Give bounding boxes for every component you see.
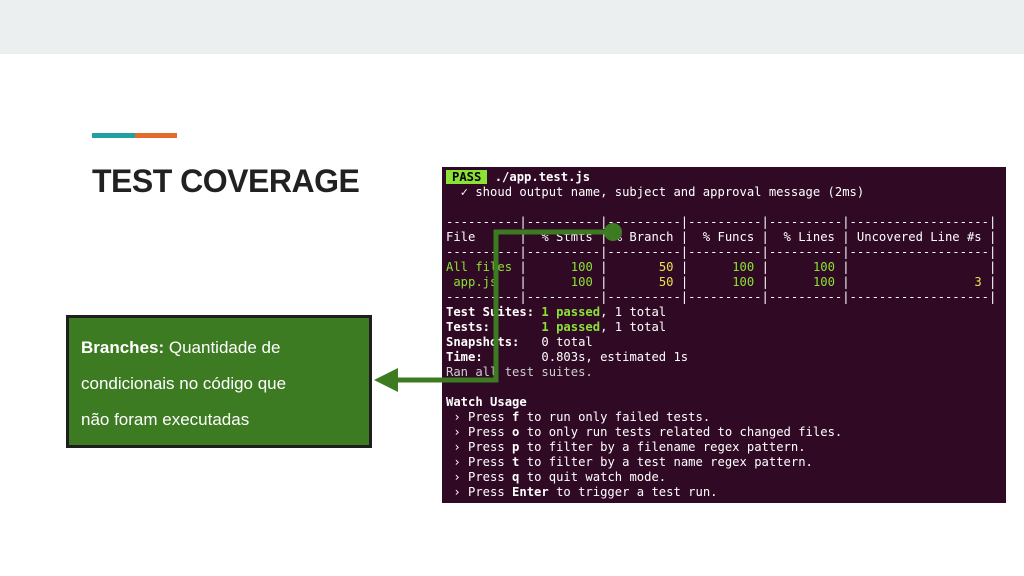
coverage-separator: ----------|----------|----------|-------… [446,245,997,259]
row-name: app.js [446,275,498,289]
watch-item: › Press q to quit watch mode. [446,470,667,484]
top-band [0,0,1024,54]
watch-usage-title: Watch Usage [446,395,527,409]
callout-line-1: Branches: Quantidade de [81,330,357,366]
watch-item: › Press Enter to trigger a test run. [446,485,718,499]
coverage-header-row: File | % Stmts | % Branch | % Funcs | % … [446,230,997,244]
test-suites-line: Test Suites: 1 passed, 1 total [446,305,667,319]
watch-item: › Press f to run only failed tests. [446,410,711,424]
title-accent-teal [92,133,135,138]
slide-title: TEST COVERAGE [92,163,360,199]
tests-line: Tests: 1 passed, 1 total [446,320,667,334]
watch-item: › Press t to filter by a test name regex… [446,455,813,469]
title-accent-orange [135,133,177,138]
snapshots-line: Snapshots: 0 total [446,335,593,349]
terminal-screenshot: PASS ./app.test.js ✓ shoud output name, … [442,167,1006,503]
callout-line-3: não foram executadas [81,410,250,429]
test-case-line: ✓ shoud output name, subject and approva… [446,185,865,199]
callout-term-text: Quantidade de [164,338,281,357]
test-file-line: PASS ./app.test.js [446,170,590,185]
coverage-separator: ----------|----------|----------|-------… [446,290,997,304]
row-name: All files [446,260,513,274]
callout-term: Branches: [81,338,165,357]
coverage-row-app-js: app.js | 100 | 50 | 100 | 100 | 3 | [446,275,997,289]
watch-item: › Press p to filter by a filename regex … [446,440,806,454]
ran-all-line: Ran all test suites. [446,365,593,379]
pass-badge: PASS [446,170,488,184]
coverage-separator: ----------|----------|----------|-------… [446,215,997,229]
test-file-name: ./app.test.js [487,170,591,184]
time-line: Time: 0.803s, estimated 1s [446,350,689,364]
branches-callout: Branches: Quantidade de condicionais no … [66,315,372,448]
coverage-row-all-files: All files | 100 | 50 | 100 | 100 | | [446,260,997,274]
watch-item: › Press o to only run tests related to c… [446,425,843,439]
connector-arrowhead [374,368,398,392]
callout-line-2: condicionais no código que [81,374,287,393]
